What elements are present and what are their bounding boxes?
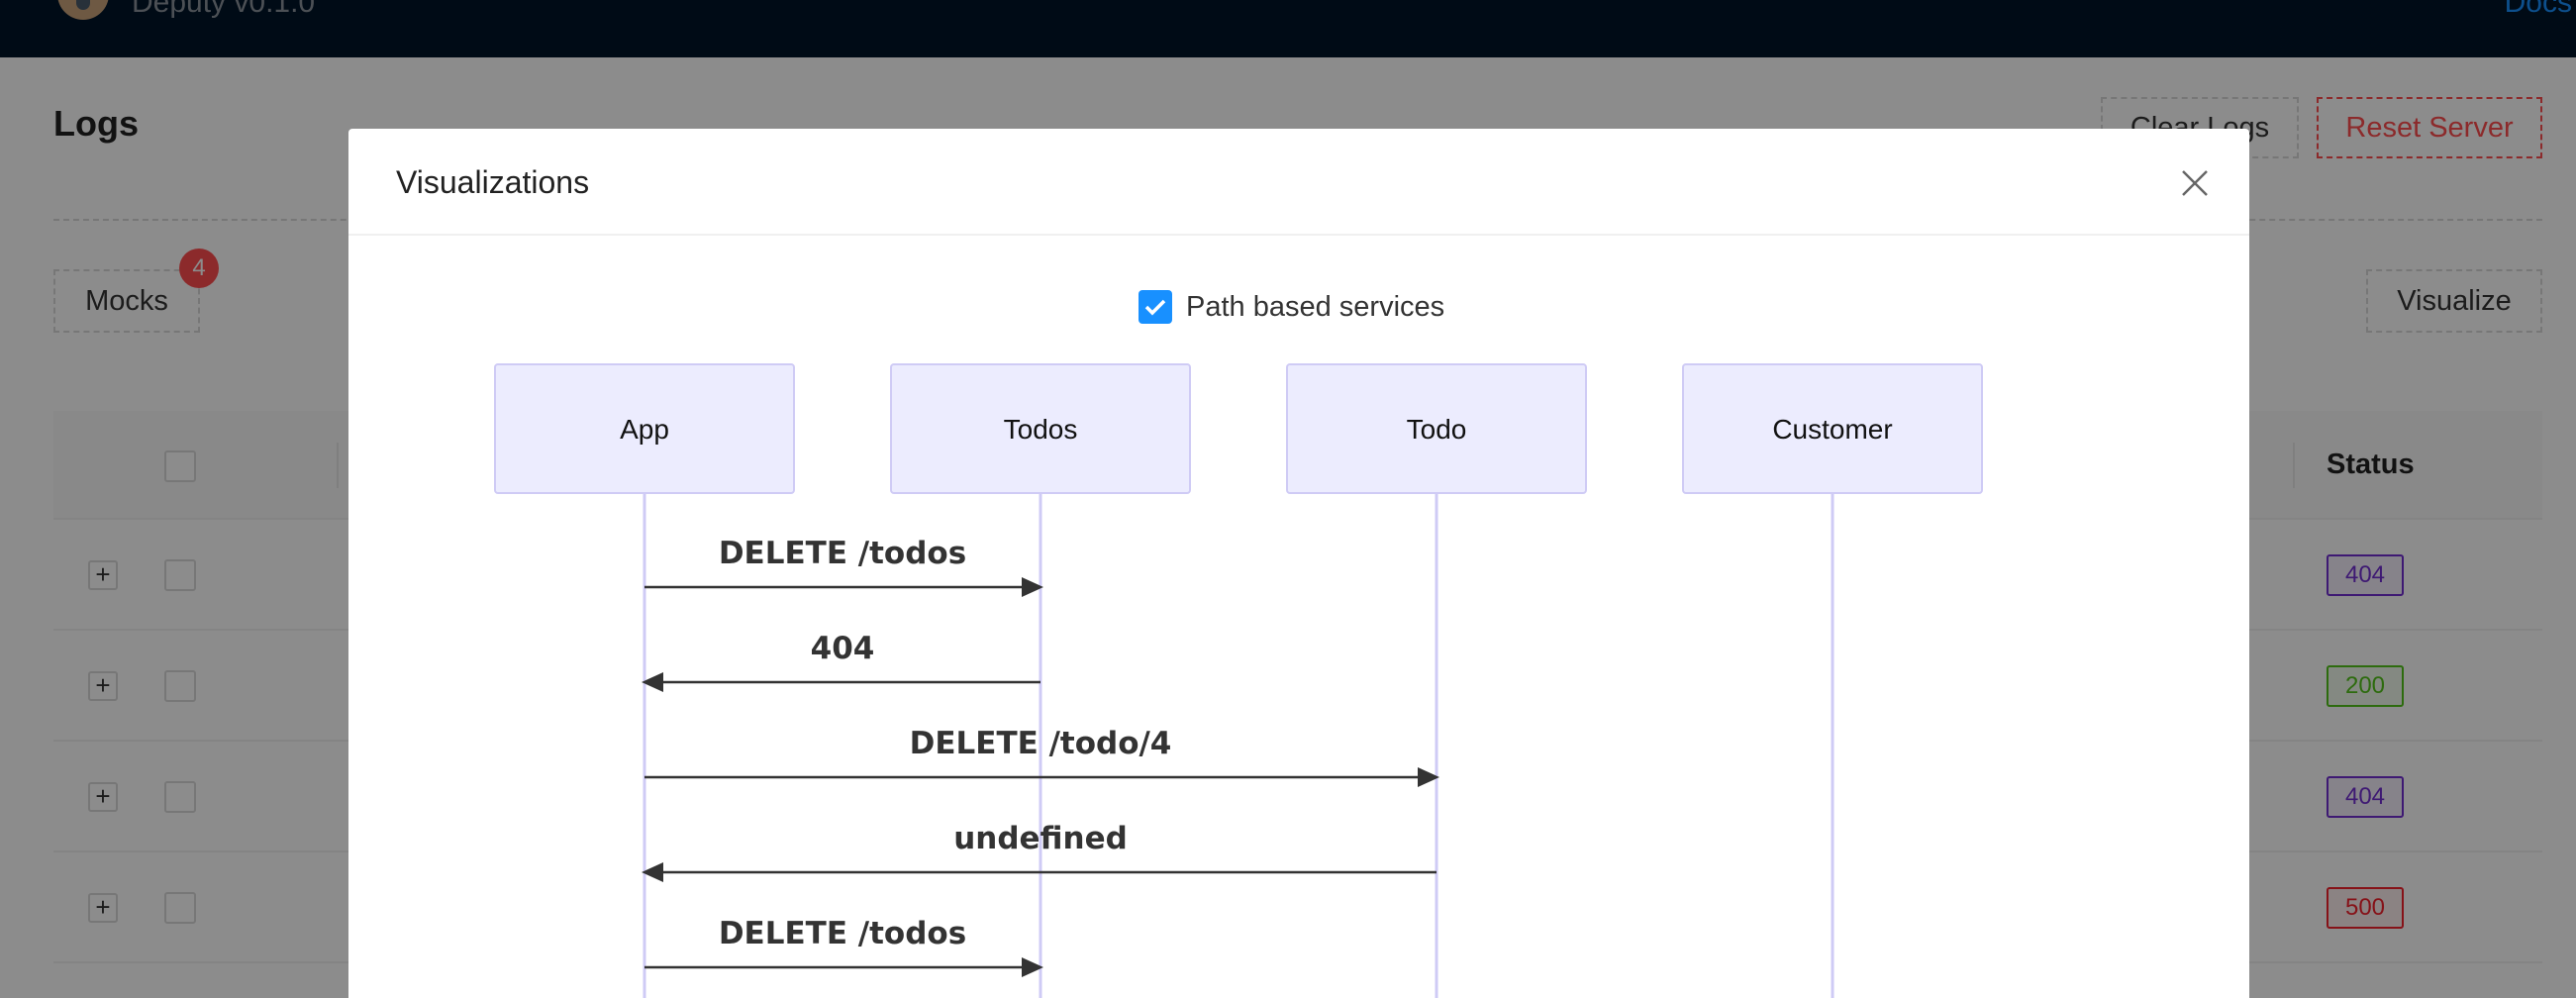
column-separator (2293, 443, 2295, 488)
message-label: DELETE /todos (719, 536, 966, 571)
actor-box-todo (1286, 363, 1587, 494)
path-based-services-option[interactable]: Path based services (1139, 289, 1444, 325)
message-label: DELETE /todo/4 (910, 726, 1172, 761)
expand-row-button[interactable]: + (88, 782, 118, 812)
row-checkbox[interactable] (164, 781, 196, 813)
expand-row-button[interactable]: + (88, 560, 118, 590)
expand-row-button[interactable]: + (88, 671, 118, 701)
page-title: Logs (53, 103, 139, 144)
status-badge: 404 (2327, 554, 2404, 596)
status-badge: 500 (2327, 887, 2404, 929)
docs-link[interactable]: Docs (2504, 0, 2572, 19)
actor-label: Customer (1772, 414, 1892, 445)
mocks-button[interactable]: Mocks (53, 269, 200, 333)
message-label: DELETE /todos (719, 916, 966, 951)
message-label: 404 (811, 631, 875, 666)
actor-box-app (494, 363, 795, 494)
message-label: undefined (953, 821, 1128, 856)
actor-label: Todos (1004, 414, 1078, 445)
arrowhead (1418, 767, 1439, 787)
row-checkbox[interactable] (164, 559, 196, 591)
row-checkbox[interactable] (164, 670, 196, 702)
app-title: Deputy v0.1.0 (132, 0, 316, 19)
mocks-count-badge: 4 (179, 249, 219, 288)
arrowhead (1022, 957, 1043, 977)
status-badge: 200 (2327, 665, 2404, 707)
arrowhead (642, 862, 663, 882)
modal-header: Visualizations (348, 129, 2249, 236)
logo-icon (57, 0, 109, 20)
arrowhead (1022, 577, 1043, 597)
column-separator (337, 443, 339, 488)
arrowhead (642, 672, 663, 692)
path-based-services-checkbox[interactable] (1139, 290, 1172, 324)
row-checkbox[interactable] (164, 892, 196, 924)
reset-server-button[interactable]: Reset Server (2317, 97, 2542, 158)
expand-row-button[interactable]: + (88, 893, 118, 923)
actor-box-todos (890, 363, 1191, 494)
path-based-services-label: Path based services (1186, 290, 1445, 323)
actor-label: App (620, 414, 669, 445)
select-all-checkbox[interactable] (164, 450, 196, 482)
top-navbar: Deputy v0.1.0 Docs (0, 0, 2576, 57)
visualizations-modal: Visualizations Path based services App To… (348, 129, 2249, 998)
status-column-header: Status (2327, 449, 2415, 480)
modal-title: Visualizations (396, 164, 590, 200)
status-badge: 404 (2327, 776, 2404, 818)
actor-label: Todo (1407, 414, 1467, 445)
close-icon[interactable] (2180, 168, 2210, 198)
checkmark-icon (1144, 299, 1166, 316)
visualize-button[interactable]: Visualize (2366, 269, 2542, 333)
actor-box-customer (1682, 363, 1983, 494)
